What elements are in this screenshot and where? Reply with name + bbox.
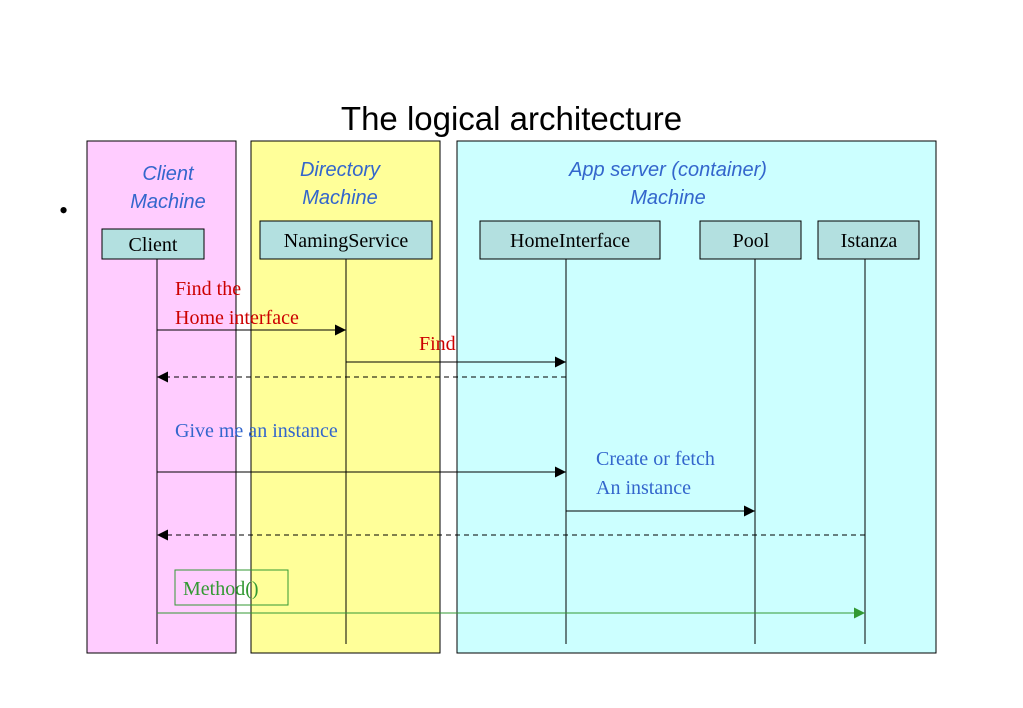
slide-title: The logical architecture [340, 100, 683, 137]
object-label-client: Client [129, 234, 178, 256]
object-box-naming [259, 220, 433, 260]
bullet-marker: • [59, 196, 69, 225]
object-box-client [101, 228, 205, 260]
object-label-home: HomeInterface [510, 230, 630, 252]
object-box-istanza [817, 220, 920, 260]
message-label-create-fetch-1: An instance [596, 477, 691, 499]
zone-label-directory-0: Directory [300, 159, 381, 181]
message-label-find-home-1: Home interface [175, 307, 299, 329]
zone-label-directory-1: Machine [302, 187, 378, 209]
message-label-give-instance-0: Give me an instance [175, 420, 338, 442]
zone-label-client-0: Client [142, 163, 195, 185]
object-box-pool [699, 220, 802, 260]
zone-server [456, 140, 937, 654]
object-label-pool: Pool [733, 230, 770, 252]
message-label-find-home-0: Find the [175, 278, 241, 300]
zone-label-server-0: App server (container) [568, 159, 767, 181]
message-label-create-fetch-0: Create or fetch [596, 448, 715, 470]
zone-label-server-1: Machine [630, 187, 706, 209]
zone-label-client-1: Machine [130, 191, 206, 213]
message-label-method-call-0: Method() [183, 578, 259, 600]
object-box-home [479, 220, 661, 260]
object-label-istanza: Istanza [841, 230, 898, 252]
message-label-box-method-call [174, 569, 289, 606]
object-label-naming: NamingService [284, 230, 409, 252]
zone-client [86, 140, 237, 654]
message-label-find-0: Find [419, 333, 456, 355]
